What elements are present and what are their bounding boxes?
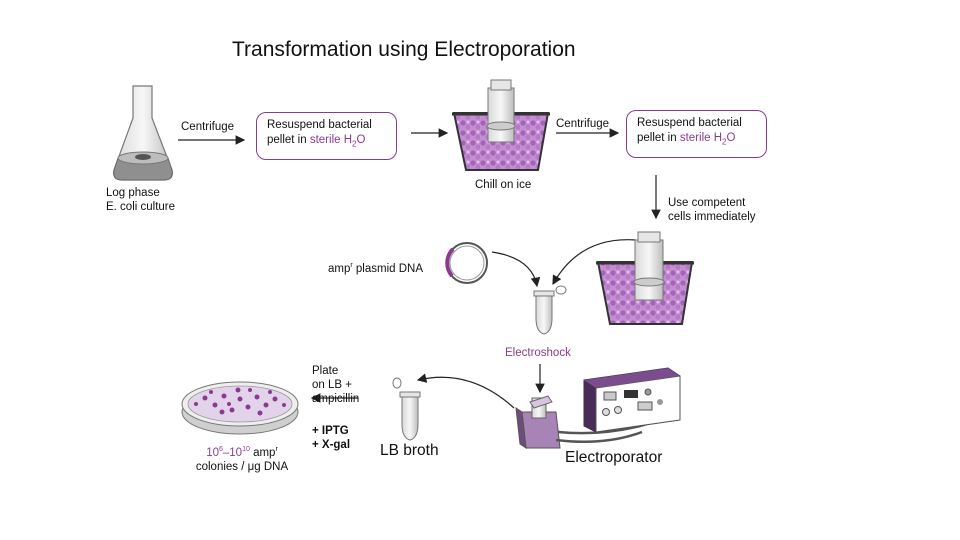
- petri-dish-icon: [181, 381, 299, 435]
- plasmid-label: ampr plasmid DNA: [328, 262, 424, 275]
- iptg-xgal-label: + IPTG + X-gal: [312, 425, 351, 451]
- microtube-icon: [392, 377, 421, 441]
- flask-icon: [113, 85, 173, 181]
- ice-bucket-icon: [596, 231, 694, 325]
- culture-label: Log phase E. coli culture: [106, 187, 176, 213]
- resuspend-box-1: Resuspend bacterial pellet in sterile H2…: [256, 112, 397, 160]
- arrow-to-lb-broth: [416, 373, 515, 409]
- arrow-cells-to-tube: [552, 239, 637, 286]
- arrow-plasmid-to-tube: [491, 251, 541, 288]
- page-title: Transformation using Electroporation: [232, 38, 576, 61]
- centrifuge-label-2: Centrifuge: [556, 118, 610, 130]
- electroporator-label: Electroporator: [565, 449, 663, 466]
- microtube-icon: [533, 285, 567, 335]
- lb-broth-label: LB broth: [380, 442, 439, 459]
- competent-label: Use competent cells immediately: [668, 197, 756, 223]
- ice-bucket-icon: [452, 79, 550, 171]
- electroshock-label: Electroshock: [505, 347, 571, 359]
- cable: [555, 430, 643, 444]
- plasmid-icon: [445, 242, 488, 284]
- resuspend-box-2: Resuspend bacterial pellet in sterile H2…: [626, 110, 767, 158]
- electroporator-icon: [583, 367, 681, 433]
- cuvette-holder-icon: [515, 395, 561, 450]
- centrifuge-label-1: Centrifuge: [181, 121, 235, 133]
- colonies-label: 106–1010 ampr colonies / μg DNA: [195, 446, 289, 473]
- plate-label: Plate on LB + ampicillin: [312, 365, 360, 405]
- chill-label: Chill on ice: [475, 179, 532, 191]
